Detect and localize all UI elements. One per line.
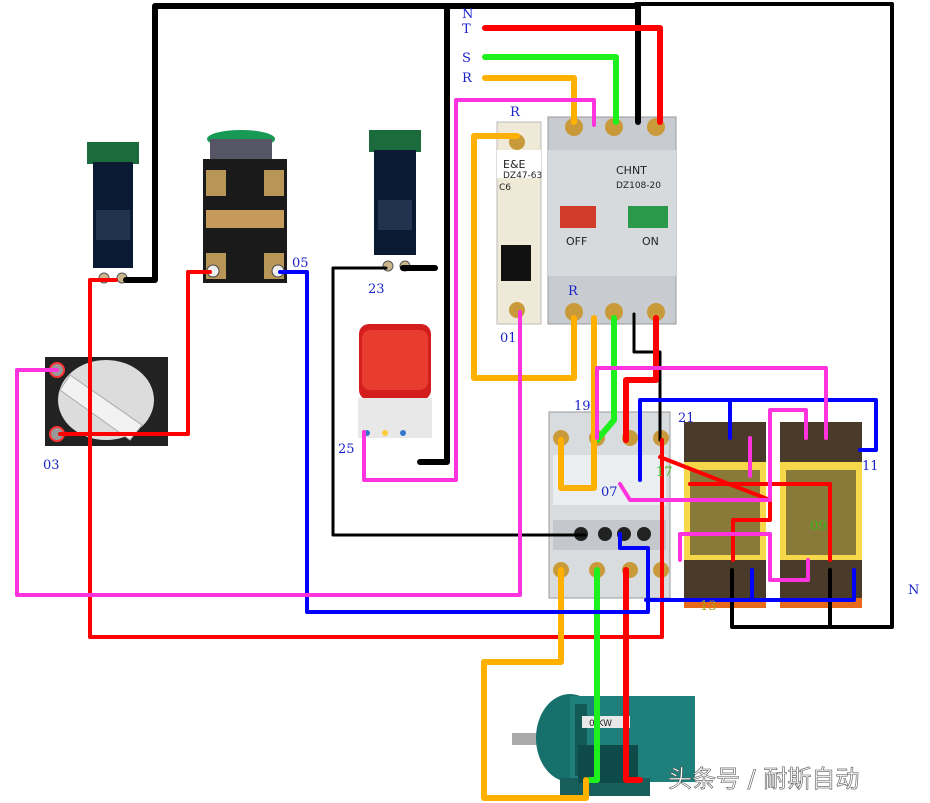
label-11: 11 (862, 459, 879, 474)
wire-red-2 (623, 315, 659, 443)
wire-blue-2 (638, 398, 878, 482)
on-label: ON (642, 235, 659, 248)
label-17: 17 (656, 465, 673, 480)
indicator-lamp-right (369, 130, 421, 272)
label-07: 07 (601, 485, 618, 500)
wire-red-3 (88, 278, 664, 639)
alarm-beacon (358, 324, 432, 438)
label-n-supply: N (462, 7, 473, 22)
label-r-supply: R (462, 71, 473, 86)
relay-right (780, 422, 862, 608)
push-button (203, 130, 287, 283)
wire-yellow-3 (558, 315, 597, 491)
wire-yellow-2 (471, 133, 577, 381)
wire-green-2 (594, 315, 617, 443)
label-23: 23 (368, 282, 385, 297)
wire-magenta-4 (618, 408, 808, 502)
label-09: 09 (810, 519, 827, 534)
label-01: 01 (500, 331, 517, 346)
contactor (548, 411, 671, 599)
wire-blue-1 (278, 270, 650, 614)
label-25: 25 (338, 442, 355, 457)
watermark: 头条号 / 耐斯自动 (668, 765, 859, 793)
label-05: 05 (292, 256, 309, 271)
wire-black-4 (331, 266, 587, 537)
wire-blue-5 (750, 568, 856, 602)
small-breaker: E&E DZ47-63 C6 (496, 121, 542, 325)
label-t-supply: T (462, 22, 471, 37)
motor-breaker-model: DZ108-20 (616, 181, 661, 191)
small-breaker-model: DZ47-63 (503, 171, 542, 181)
motor-nameplate: 0 KW (589, 719, 612, 729)
label-19: 19 (574, 399, 591, 414)
small-breaker-brand: E&E (503, 158, 526, 171)
wire-magenta-6 (678, 532, 810, 582)
label-21: 21 (678, 411, 695, 426)
wire-red-6 (688, 482, 832, 562)
wire-magenta-1 (15, 310, 522, 597)
wire-black-5 (632, 312, 662, 442)
wire-red-t (482, 25, 663, 125)
label-r-breaker: R (510, 105, 521, 120)
motor-breaker: CHNT DZ108-20 OFF ON (547, 116, 677, 325)
label-13: 13 (700, 599, 717, 614)
wire-magenta-3 (595, 366, 828, 440)
wire-black-1 (123, 3, 641, 283)
label-r-main: R (568, 284, 579, 299)
wire-green-motor (587, 567, 600, 783)
wire-yellow-motor (481, 567, 589, 801)
label-03: 03 (43, 458, 60, 473)
motor-breaker-brand: CHNT (616, 164, 647, 177)
label-s-supply: S (462, 51, 471, 66)
label-n-right: N (908, 583, 919, 598)
small-breaker-rating: C6 (499, 183, 511, 193)
wires (15, 2, 894, 801)
wire-black-n (634, 2, 894, 629)
wire-yellow-r (482, 75, 577, 125)
wire-red-4 (58, 270, 212, 436)
indicator-lamp-left (87, 142, 139, 284)
off-label: OFF (566, 235, 587, 248)
wire-green-s (482, 54, 619, 125)
wire-magenta-2 (362, 98, 596, 482)
wire-black-2 (417, 3, 450, 465)
wire-red-motor (623, 567, 643, 783)
